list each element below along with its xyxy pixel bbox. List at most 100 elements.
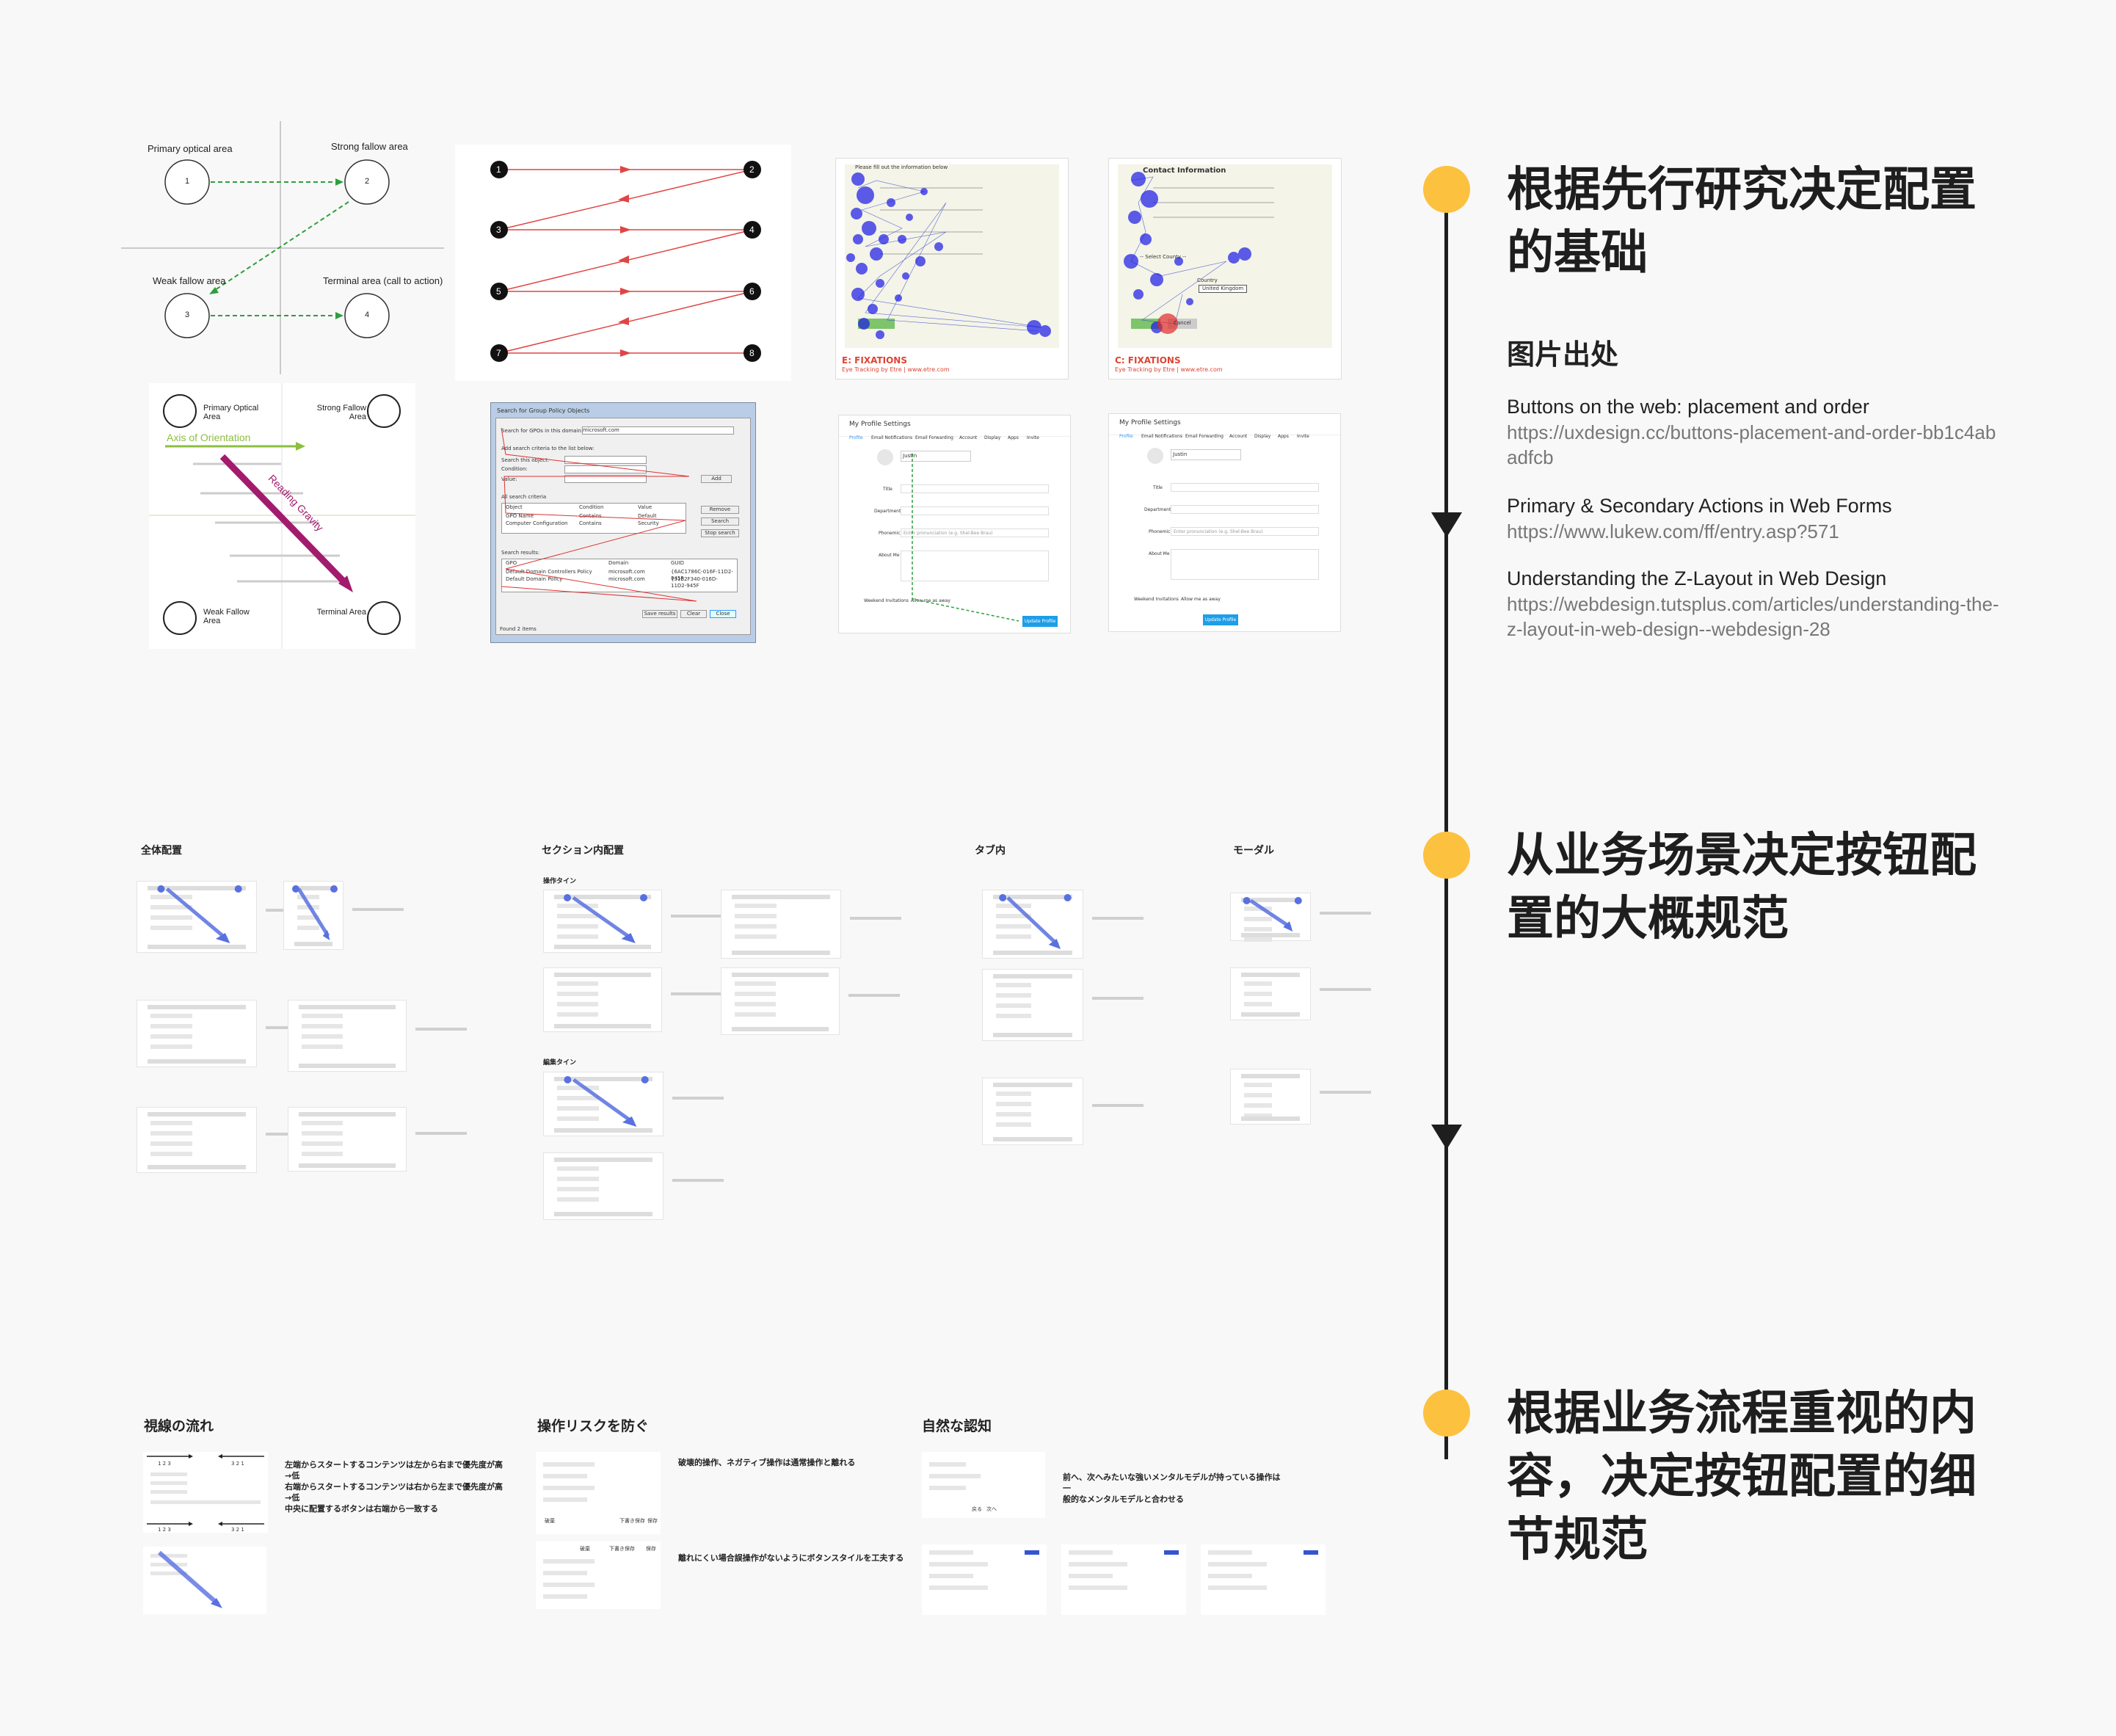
save-results-button: Save results (642, 610, 677, 618)
cell: GPO Name (506, 513, 534, 519)
tab: Invite (1297, 434, 1309, 439)
annotation-placeholder (672, 1097, 724, 1100)
bottom-title-risk: 操作リスクを防ぐ (537, 1418, 650, 1434)
wireframe-thumb (543, 1072, 663, 1136)
reference-2: Primary & Secondary Actions in Web Forms… (1507, 493, 2006, 544)
reference-3: Understanding the Z-Layout in Web Design… (1507, 565, 2006, 642)
tab: Email Notifications (1141, 434, 1183, 439)
profile-eye-path (912, 454, 1019, 622)
risk-card-2: 破棄 下書き保存 保存 (536, 1541, 661, 1609)
timeline-arrow-2 (1431, 1125, 1462, 1150)
grid-title-section: セクション内配置 (542, 845, 624, 857)
cognition-thumb (922, 1544, 1047, 1615)
field-label: Department (874, 509, 901, 514)
z-num-4: 4 (749, 225, 755, 235)
wireframe-thumb (543, 967, 662, 1032)
section-title-2: 从业务场景决定按钮配置的大概规范 (1507, 829, 1977, 946)
col-domain: Domain (608, 560, 629, 566)
cell: microsoft.com (608, 569, 645, 575)
reference-1: Buttons on the web: placement and order … (1507, 393, 2006, 470)
next-button: 次へ (986, 1506, 997, 1512)
z-num-2: 2 (749, 164, 755, 175)
wireframe-thumb (721, 890, 841, 959)
cognition-card-1: 戻る 次へ (922, 1452, 1045, 1518)
grid-title-modal: モーダル (1233, 845, 1274, 857)
z-num-3: 3 (496, 225, 501, 235)
cell: Default (638, 513, 657, 519)
gravity-primary: Primary Optical Area (203, 404, 259, 421)
timeline-dot-3 (1423, 1390, 1470, 1437)
gaze-description: 左端からスタートするコンテンツは左から右まで優先度が高→低 右端からスタートする… (285, 1460, 503, 1514)
num-3: 3 (185, 310, 190, 319)
contact-heading: Contact Information (1143, 167, 1226, 175)
wireframe-thumb (543, 1152, 663, 1220)
annotation-placeholder (848, 994, 900, 997)
annotation-placeholder (415, 1132, 467, 1136)
timeline-line (1444, 189, 1448, 1459)
dialog-title: Search for Group Policy Objects (497, 407, 590, 414)
wireframe-thumb (1230, 893, 1311, 942)
cell: Contains (579, 513, 602, 519)
gravity-strong: Strong Fallow Area (316, 404, 366, 421)
tab: Account (1229, 434, 1248, 439)
destructive-button: 破棄 (580, 1546, 590, 1552)
value-label: Value: (501, 476, 517, 482)
cancel-button: Cancel (1174, 320, 1191, 326)
search-button: Search (701, 517, 739, 526)
field-label: Title (1153, 485, 1163, 490)
z-num-8: 8 (749, 348, 755, 358)
gaze-flow-card-1: 1 2 3 3 2 1 1 2 3 3 2 1 (143, 1452, 268, 1533)
col-value: Value (638, 504, 652, 510)
cognition-description: 前へ、次へみたいな強いメンタルモデルが持っている操作は一 般的なメンタルモデルと… (1063, 1472, 1281, 1504)
gravity-weak: Weak Fallow Area (203, 608, 250, 625)
tab: Display (1254, 434, 1271, 439)
tab: Account (959, 435, 978, 440)
nav-numbers: 1 2 3 (158, 1461, 171, 1467)
z-num-6: 6 (749, 286, 755, 297)
annotation-placeholder (1320, 988, 1371, 991)
remove-button: Remove (701, 506, 739, 514)
reference-link[interactable]: https://www.lukew.com/ff/entry.asp?571 (1507, 520, 1839, 542)
wireframe-thumb (137, 881, 257, 953)
save-button: 保存 (647, 1518, 658, 1524)
country-select: United Kingdom (1199, 285, 1248, 293)
timeline-arrow-1 (1431, 512, 1462, 537)
wireframe-thumb (288, 1000, 407, 1072)
hint: Enter pronunciation (e.g. Shel-Bee Brau) (904, 531, 993, 536)
wireframe-thumb (1230, 1069, 1311, 1125)
field-label: Phonemic (879, 531, 901, 536)
wireframe-thumb (288, 1107, 407, 1172)
annotation-placeholder (352, 907, 404, 911)
reference-title: Understanding the Z-Layout in Web Design (1507, 567, 1887, 589)
tab: Display (984, 435, 1001, 440)
close-button: Close (710, 610, 736, 618)
z-pattern-diagram: 1 2 3 4 5 6 7 8 (455, 145, 791, 381)
update-button: Update Profile (1022, 616, 1058, 627)
bottom-title-cognition: 自然な認知 (922, 1418, 992, 1434)
cell: Computer Configuration (506, 520, 568, 526)
domain-value: microsoft.com (582, 426, 734, 435)
domain-label: Search for GPOs in this domain: (501, 428, 583, 434)
grid-title-tab: タブ内 (975, 845, 1006, 857)
reference-link[interactable]: https://uxdesign.cc/buttons-placement-an… (1507, 421, 1996, 468)
destructive-button: 破棄 (545, 1518, 555, 1524)
risk-description-1: 破壊的操作、ネガティブ操作は通常操作と離れる (678, 1458, 856, 1467)
profile-settings-left: My Profile Settings Profile Email Notifi… (838, 415, 1071, 633)
cell: Default Domain Policy (506, 576, 563, 582)
gutenberg-lines (121, 121, 444, 374)
annotation-placeholder (1092, 997, 1144, 1000)
nav-numbers: 1 2 3 (158, 1527, 171, 1533)
fill-instructions: Please fill out the information below (855, 164, 948, 170)
wireframe-thumb (1230, 967, 1311, 1020)
search-gpo-dialog: Search for Group Policy Objects Search f… (490, 402, 756, 643)
tab: Invite (1027, 435, 1039, 440)
wireframe-thumb (982, 1078, 1083, 1145)
num-2: 2 (365, 177, 370, 186)
wireframe-thumb (543, 890, 662, 953)
c-label: C: FIXATIONS (1115, 355, 1181, 366)
z-num-5: 5 (496, 286, 501, 297)
allow-label: Allow me as away (1181, 597, 1221, 602)
reference-link[interactable]: https://webdesign.tutsplus.com/articles/… (1507, 593, 1999, 640)
reference-title: Buttons on the web: placement and order (1507, 396, 1869, 418)
cell: Security (638, 520, 659, 526)
